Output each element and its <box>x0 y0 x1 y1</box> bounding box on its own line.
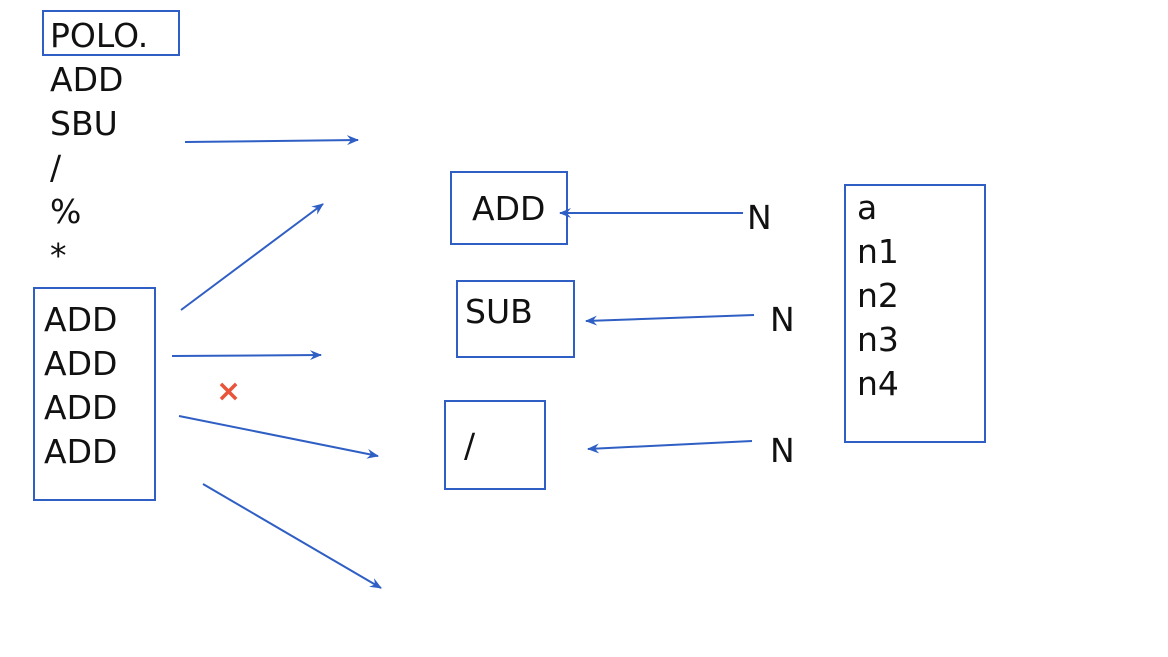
n-label-sub: N <box>770 300 795 339</box>
right-list-item: a <box>857 188 878 227</box>
left-list-item: ADD <box>44 344 118 383</box>
top-list-heading: POLO. <box>50 16 149 55</box>
arrow-n-to-div <box>587 440 753 454</box>
left-list-item: ADD <box>44 300 118 339</box>
right-variables-box <box>844 184 986 443</box>
n-label-add: N <box>747 198 772 237</box>
sub-box-label: SUB <box>465 292 533 331</box>
add-box-label: ADD <box>472 189 546 228</box>
arrow-top-list <box>184 135 359 146</box>
arrow-left-up <box>180 203 324 311</box>
right-list-item: n2 <box>857 276 899 315</box>
top-list-item: % <box>50 192 82 231</box>
top-list-item: ADD <box>50 60 124 99</box>
top-list-item: / <box>50 148 62 187</box>
top-list-item: * <box>50 236 67 275</box>
left-list-item: ADD <box>44 388 118 427</box>
div-box <box>444 400 546 490</box>
sub-box <box>456 280 575 358</box>
div-box-label: / <box>464 426 476 465</box>
top-list-item: SBU <box>50 104 118 143</box>
top-list: POLO. ADD SBU / % * <box>50 14 148 278</box>
left-list-item: ADD <box>44 432 118 471</box>
arrow-left-down <box>178 415 379 459</box>
arrow-left-mid <box>171 350 322 361</box>
arrow-n-to-sub <box>585 314 755 326</box>
right-list-item: n4 <box>857 364 899 403</box>
arrow-left-bottom <box>202 483 382 589</box>
n-label-div: N <box>770 431 795 470</box>
right-variables-list: a n1 n2 n3 n4 <box>857 186 899 406</box>
right-list-item: n3 <box>857 320 899 359</box>
left-add-list: ADD ADD ADD ADD <box>44 298 117 474</box>
right-list-item: n1 <box>857 232 899 271</box>
polo-heading-box <box>42 10 180 56</box>
left-add-box <box>33 287 156 501</box>
cross-marker: × <box>216 374 242 409</box>
